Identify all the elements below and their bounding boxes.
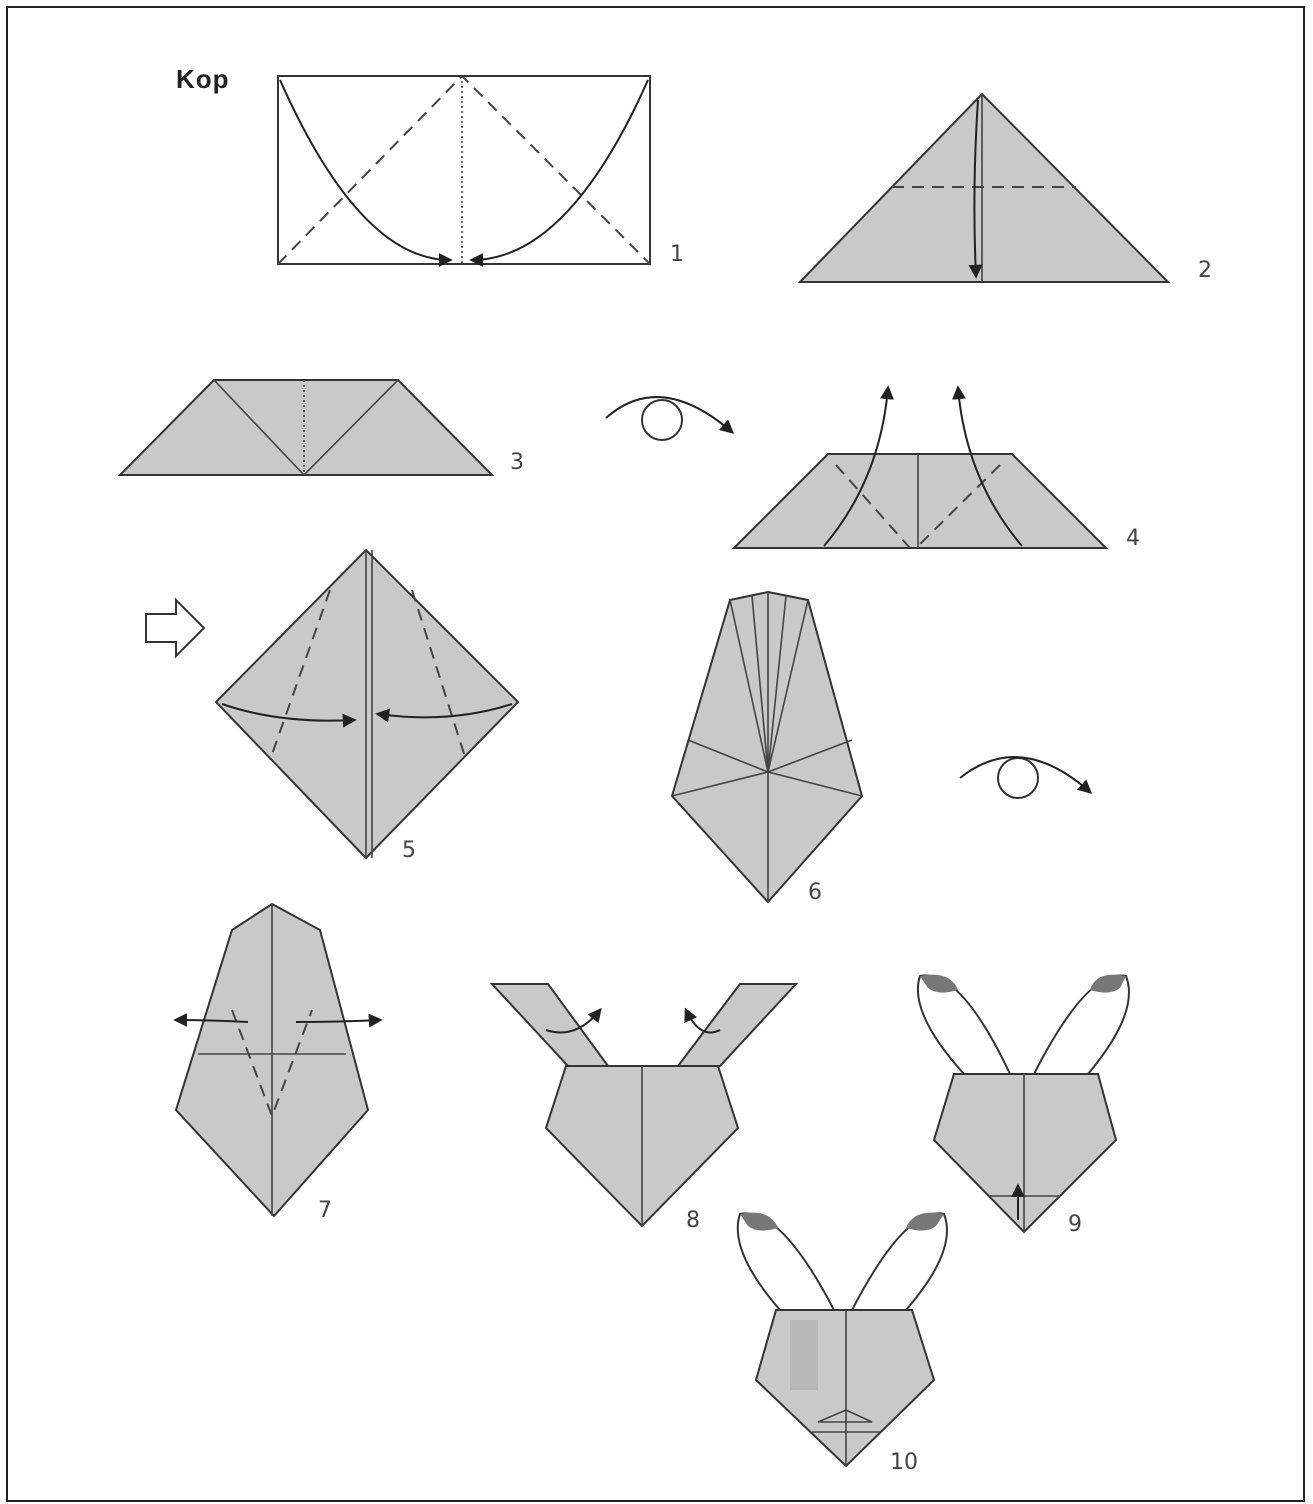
turn-over-icon-2 [960,757,1090,798]
step-7-diagram [176,904,380,1216]
step-number: 3 [510,450,524,475]
step-5-diagram [216,550,518,858]
step-number: 7 [318,1198,332,1223]
hollow-arrow-icon [146,600,204,656]
step-2-diagram [800,94,1168,282]
step-6-diagram [672,592,862,902]
step-number: 10 [890,1450,918,1475]
step-4-diagram [734,388,1106,548]
step-9-diagram [918,975,1129,1232]
step-1-diagram [278,76,650,264]
step-number: 4 [1126,526,1140,551]
step-number: 6 [808,880,822,905]
step-number: 2 [1198,258,1212,283]
step-number: 9 [1068,1212,1082,1237]
step-10-diagram [738,1213,947,1466]
step-3-diagram [120,380,492,475]
step-number: 1 [670,242,684,267]
step-number: 8 [686,1208,700,1233]
step-number: 5 [402,838,416,863]
step-8-diagram [492,984,796,1226]
turn-over-icon [606,397,732,440]
